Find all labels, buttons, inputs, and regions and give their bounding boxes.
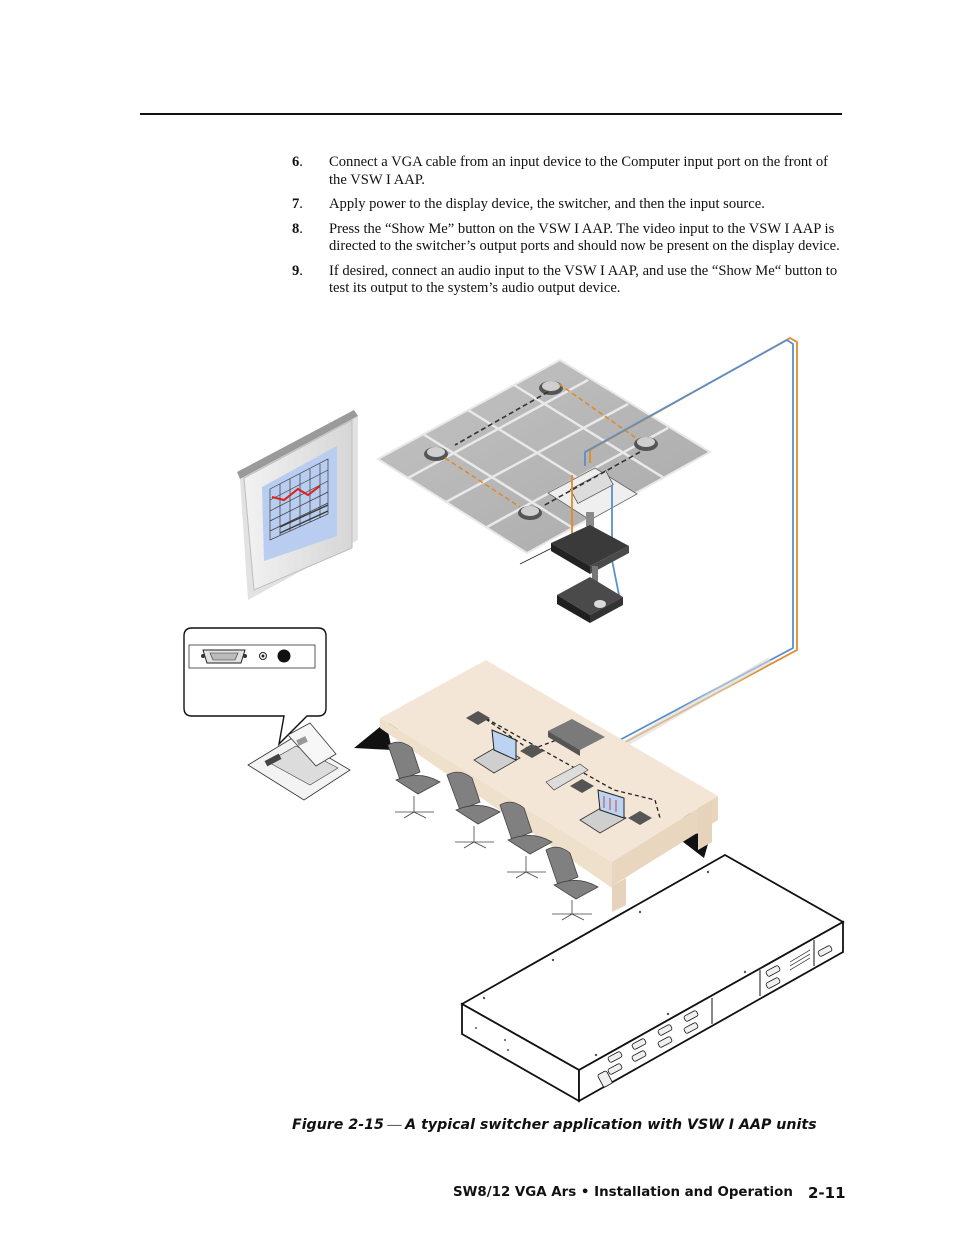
- step-number: 8: [292, 221, 303, 239]
- figure-number: Figure 2-15: [292, 1117, 384, 1133]
- speaker-cabling: [444, 383, 641, 508]
- header-rule: [140, 113, 842, 115]
- conference-table: [380, 660, 718, 912]
- figure-caption: Figure 2-15 — A typical switcher applica…: [292, 1117, 817, 1134]
- ceiling-tiles: [376, 358, 712, 555]
- step-text: Apply power to the display device, the s…: [329, 196, 765, 212]
- footer-title: SW8/12 VGA Ars • Installation and Operat…: [453, 1185, 793, 1200]
- step-6: 6 Connect a VGA cable from an input devi…: [292, 154, 844, 189]
- table-plate-device: [247, 722, 351, 801]
- wall-plate-callout: [183, 627, 327, 747]
- switcher-rack-unit: [460, 853, 845, 1103]
- instruction-steps: 6 Connect a VGA cable from an input devi…: [292, 154, 844, 305]
- step-7: 7 Apply power to the display device, the…: [292, 196, 844, 214]
- step-8: 8 Press the “Show Me” button on the VSW …: [292, 221, 844, 256]
- projector-mount: [519, 512, 629, 623]
- cable-run: [571, 336, 798, 751]
- caption-dash: —: [383, 1117, 406, 1133]
- figure-title: A typical switcher application with VSW …: [405, 1117, 817, 1133]
- projection-screen: [237, 410, 358, 600]
- office-chair-icon: [387, 741, 599, 921]
- system-application-illustration: [183, 336, 845, 1103]
- table-connection-plate: [466, 711, 652, 825]
- ceiling-speaker-icon: [424, 381, 658, 520]
- step-9: 9 If desired, connect an audio input to …: [292, 263, 844, 298]
- step-number: 7: [292, 196, 303, 214]
- laptop-icon: [473, 729, 627, 834]
- step-text: Press the “Show Me” button on the VSW I …: [329, 220, 840, 255]
- page-number: 2-11: [808, 1184, 846, 1202]
- step-number: 9: [292, 263, 303, 281]
- step-number: 6: [292, 154, 303, 172]
- step-text: Connect a VGA cable from an input device…: [329, 154, 829, 188]
- step-text: If desired, connect an audio input to th…: [329, 262, 838, 297]
